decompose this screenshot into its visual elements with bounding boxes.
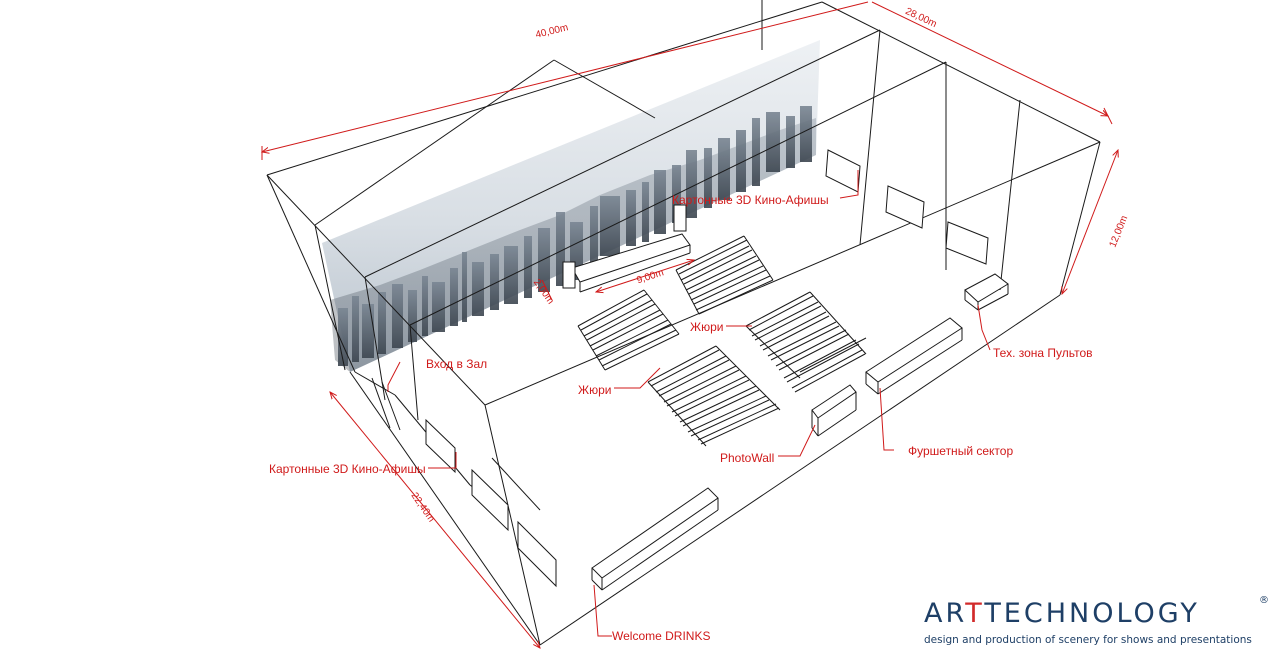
- dim-line-stage-width: [596, 260, 694, 292]
- logo-wordmark-accent: T: [965, 598, 985, 629]
- dim-line-side: [330, 392, 540, 648]
- stage-tower-right: [673, 204, 687, 232]
- label-cinema-posters-top: Картонные 3D Кино-Афишы: [672, 193, 829, 207]
- dim-text-length: 40,00m: [534, 22, 569, 41]
- buffet-counter: [866, 318, 962, 382]
- dim-text-height: 12,00m: [1108, 214, 1131, 249]
- callout-labels: Картонные 3D Кино-Афишы Вход в Зал Карто…: [269, 193, 1093, 643]
- seating-block-front: [647, 345, 781, 447]
- stage-tower-left: [562, 261, 576, 289]
- dimension-lines: [262, 1, 1118, 648]
- seating-block-back-right: [675, 235, 774, 315]
- company-logo: ARTTECHNOLOGY ® design and production of …: [924, 596, 1276, 647]
- seating-block-middle-right: [745, 291, 867, 393]
- label-tech-zone: Тех. зона Пультов: [993, 346, 1093, 360]
- dim-line-length: [262, 1, 869, 152]
- wall-poster-1: [826, 150, 860, 192]
- wall-poster-2: [886, 186, 924, 228]
- photo-wall: [812, 385, 856, 418]
- logo-tagline: design and production of scenery for sho…: [924, 634, 1252, 646]
- label-welcome-drinks: Welcome DRINKS: [612, 629, 710, 643]
- seating-block-middle-left: [577, 289, 680, 371]
- label-cinema-posters-left: Картонные 3D Кино-Афишы: [269, 462, 426, 476]
- logo-wordmark: ARTTECHNOLOGY ®: [924, 596, 1276, 629]
- registered-mark-icon: ®: [1259, 595, 1272, 606]
- callout-leaders: [387, 170, 991, 637]
- label-jury-right: Жюри: [690, 320, 723, 334]
- dim-text-stage-width: 9,00m: [635, 267, 665, 286]
- label-entrance: Вход в Зал: [426, 357, 487, 371]
- dim-text-side: 22,40m: [408, 491, 436, 525]
- label-jury-left: Жюри: [578, 383, 611, 397]
- logo-wordmark-pre: AR: [924, 598, 966, 629]
- left-poster-1: [426, 420, 455, 472]
- left-poster-3: [518, 522, 556, 586]
- wall-poster-3: [946, 222, 988, 264]
- label-buffet: Фуршетный сектор: [908, 444, 1013, 458]
- label-photowall: PhotoWall: [720, 451, 774, 465]
- logo-wordmark-post: TECHNOLOGY: [984, 598, 1200, 629]
- dim-text-stage-depth: 2,00m: [531, 277, 556, 306]
- dim-line-stage-depth: [541, 279, 553, 301]
- seating-blocks: [577, 235, 867, 447]
- dim-line-width: [871, 1, 1108, 116]
- dim-line-height: [1062, 150, 1118, 294]
- welcome-drinks-bar: [592, 488, 718, 578]
- dim-text-width: 28,00m: [903, 6, 938, 30]
- left-poster-2: [472, 470, 508, 530]
